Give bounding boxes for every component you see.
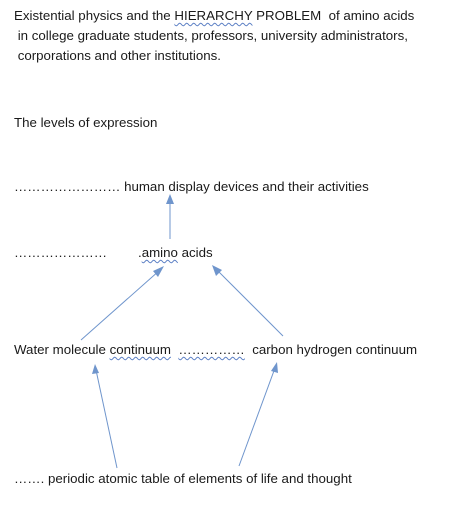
- title-line-3: corporations and other institutions.: [14, 48, 221, 63]
- level-third-dots: ……………: [178, 342, 245, 357]
- hierarchy-word: HIERARCHY: [174, 8, 253, 23]
- arrow-periodic-to-carbon: [238, 367, 276, 467]
- water-continuum-pre: Water molecule: [14, 342, 110, 357]
- amino-word: amino: [141, 245, 178, 260]
- arrow-periodic-to-water: [95, 369, 118, 469]
- arrow-carbon-to-amino-head: [212, 265, 222, 276]
- arrow-periodic-to-water-head: [92, 364, 99, 374]
- arrow-water-to-amino: [80, 269, 161, 341]
- carbon-hydrogen-continuum: carbon hydrogen continuum: [244, 342, 418, 357]
- title-line-1-post: PROBLEM of amino acids: [252, 8, 415, 23]
- arrow-carbon-to-amino: [216, 269, 284, 337]
- level-top: …………………… human display devices and their…: [14, 179, 369, 195]
- arrow-amino-to-display-head: [166, 194, 174, 204]
- title-line-1-pre: Existential physics and the: [14, 8, 175, 23]
- continuum-word: continuum: [109, 342, 171, 357]
- level-second-label: .amino acids: [138, 245, 213, 261]
- subheading: The levels of expression: [14, 115, 158, 130]
- level-third: Water molecule continuum …………… carbon hy…: [14, 342, 417, 358]
- arrow-water-to-amino-head: [153, 266, 164, 277]
- level-second-suffix: acids: [177, 245, 213, 260]
- level-bottom-label: periodic atomic table of elements of lif…: [44, 471, 352, 486]
- level-second-prefix: .: [138, 245, 142, 260]
- level-second-dots: …………………: [14, 245, 108, 260]
- level-bottom: ……. periodic atomic table of elements of…: [14, 471, 352, 487]
- arrow-periodic-to-carbon-head: [271, 362, 278, 373]
- level-top-label: human display devices and their activiti…: [120, 179, 369, 194]
- level-bottom-dots: …….: [14, 471, 45, 486]
- title-line-2: in college graduate students, professors…: [14, 28, 408, 43]
- title-line-1: Existential physics and the HIERARCHY PR…: [14, 8, 414, 24]
- level-top-dots: ……………………: [14, 179, 121, 194]
